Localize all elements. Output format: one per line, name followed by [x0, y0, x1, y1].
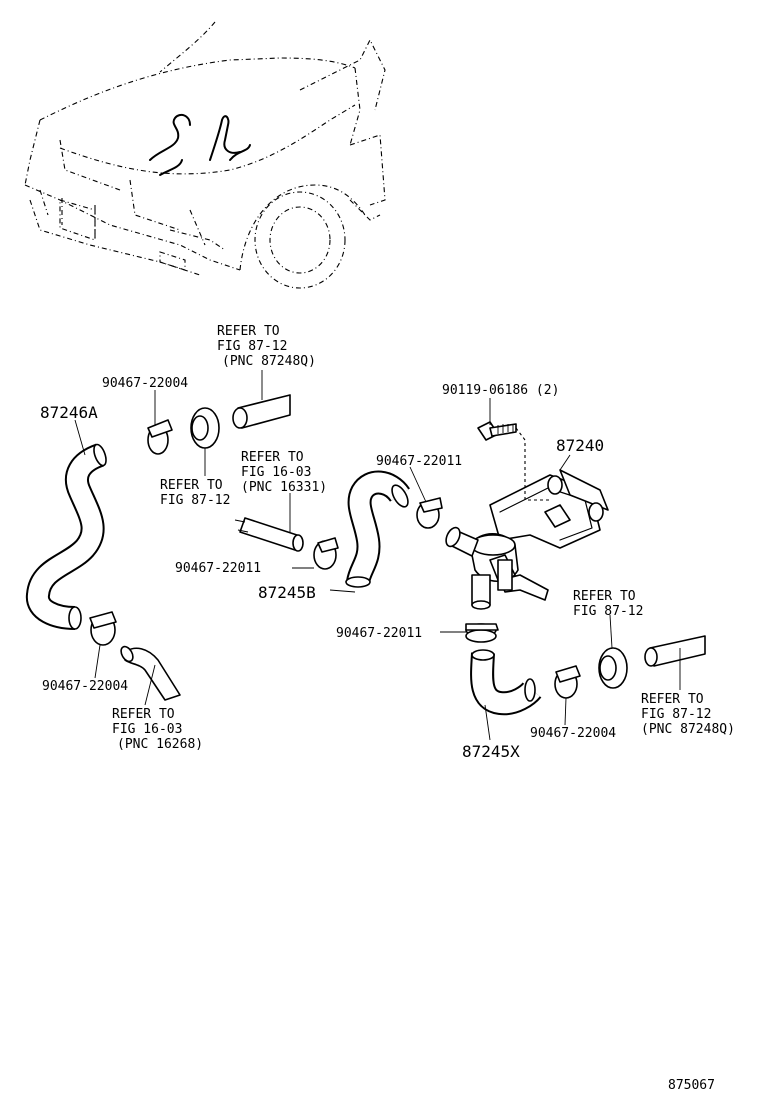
hose-87245B: [345, 470, 410, 588]
ref-pipe-16268-line1: REFER TO: [112, 707, 175, 722]
ref-right-pipe-line1: REFER TO: [641, 692, 704, 707]
ref-pipe-16331-line2: FIG 16-03: [241, 465, 311, 480]
clip-90467-22004-right: [554, 665, 581, 699]
pipe-top-87248Q: [232, 394, 291, 429]
ref-right-pipe-line3: (PNC 87248Q): [641, 722, 735, 737]
label-clip-22011-lower: 90467-22011: [336, 626, 422, 641]
ref-right-pipe-line2: FIG 87-12: [641, 707, 711, 722]
bolt-90119-06186: [477, 421, 550, 501]
pipe-right-87248Q: [644, 635, 706, 667]
pipe-16331: [234, 517, 304, 552]
figure-number: 875067: [668, 1078, 715, 1093]
leader-lines: [74, 370, 681, 741]
vehicle-front-sketch: [24, 21, 386, 289]
ref-top-pipe-line2: FIG 87-12: [217, 339, 287, 354]
ref-grommet-right-line1: REFER TO: [573, 589, 636, 604]
label-clip-22004-top: 90467-22004: [102, 376, 188, 391]
label-clip-22004-bottom: 90467-22004: [42, 679, 128, 694]
label-hose-87245X: 87245X: [462, 742, 520, 761]
water-valve-87240: [445, 469, 609, 610]
ref-top-pipe-line1: REFER TO: [217, 324, 280, 339]
label-bolt: 90119-06186 (2): [442, 383, 559, 398]
clip-90467-22011-mid: [313, 537, 339, 570]
clip-90467-22011-lower: [465, 623, 499, 643]
ref-pipe-16331-line3: (PNC 16331): [241, 480, 327, 495]
label-clip-22011-mid: 90467-22011: [175, 561, 261, 576]
ref-grommet-left-line2: FIG 87-12: [160, 493, 230, 508]
label-hose-87245B: 87245B: [258, 583, 316, 602]
clip-90467-22011-upper: [416, 497, 443, 529]
label-clip-22004-right: 90467-22004: [530, 726, 616, 741]
clip-90467-22004-bottom: [89, 611, 117, 646]
ref-pipe-16268-line3: (PNC 16268): [117, 737, 203, 752]
label-valve-87240: 87240: [556, 436, 604, 455]
label-hose-87246A: 87246A: [40, 403, 98, 422]
grommet-left: [190, 407, 220, 449]
grommet-right: [598, 647, 628, 689]
clip-90467-22004-top: [147, 419, 173, 455]
ref-grommet-right-line2: FIG 87-12: [573, 604, 643, 619]
labels: REFER TO FIG 87-12 (PNC 87248Q) 90467-22…: [40, 324, 735, 1093]
ref-pipe-16331-line1: REFER TO: [241, 450, 304, 465]
hose-87245X: [470, 649, 542, 716]
label-clip-22011-upper: 90467-22011: [376, 454, 462, 469]
ref-top-pipe-line3: (PNC 87248Q): [222, 354, 316, 369]
ref-grommet-left-line1: REFER TO: [160, 478, 223, 493]
ref-pipe-16268-line2: FIG 16-03: [112, 722, 182, 737]
hose-87246A: [26, 443, 107, 630]
